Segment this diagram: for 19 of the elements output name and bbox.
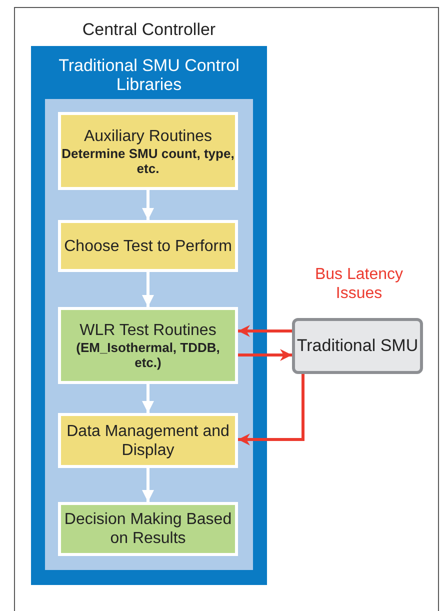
step-detail: Determine SMU count, type, etc. (61, 146, 235, 176)
arrow (142, 272, 154, 307)
arrow (238, 325, 292, 337)
panel-title: Traditional SMU Control Libraries (58, 56, 240, 94)
arrow (142, 468, 154, 502)
arrow (238, 374, 304, 446)
step-title: WLR Test Routines (80, 321, 216, 340)
note-label: Bus Latency Issues (314, 265, 404, 303)
arrow (238, 349, 292, 361)
step-detail: (EM_Isothermal, TDDB, etc.) (75, 340, 221, 370)
arrow (142, 190, 154, 220)
step-title: Choose Test to Perform (64, 236, 232, 256)
library-panel (45, 99, 253, 570)
process-box: Traditional SMU (292, 318, 423, 374)
arrow (142, 384, 154, 413)
step-title: Decision Making Based on Results (63, 510, 233, 548)
step-title: Auxiliary Routines (84, 126, 212, 146)
step-title: Data Management and Display (66, 422, 230, 460)
panel-heading: Central Controller (81, 20, 217, 40)
